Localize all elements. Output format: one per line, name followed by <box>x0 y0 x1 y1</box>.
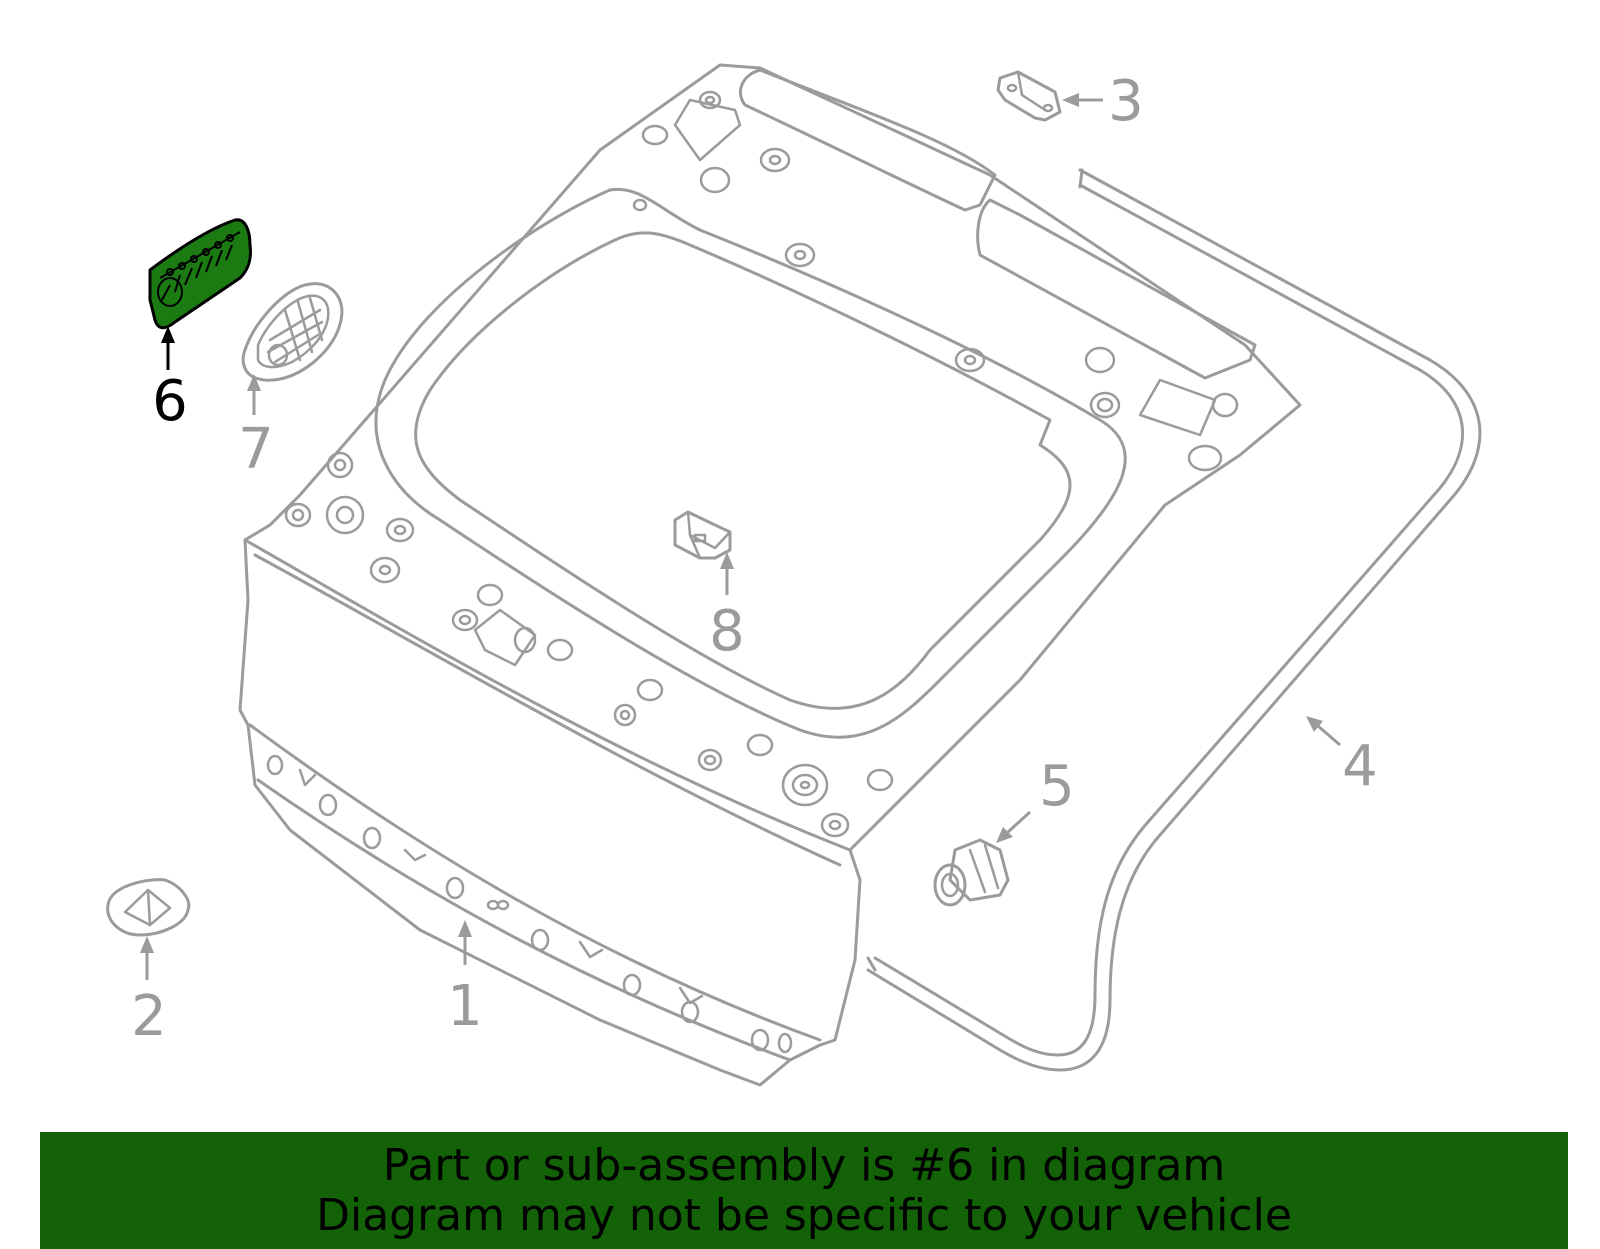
callout-label-1: 1 <box>447 974 483 1039</box>
part-5-stopper <box>933 838 1010 907</box>
callout-arrow-6 <box>161 326 175 370</box>
part-8-bracket <box>673 510 732 560</box>
part-4-weatherstrip <box>866 168 1482 1072</box>
part-3-clip <box>996 70 1062 122</box>
info-banner: Part or sub-assembly is #6 in diagram Di… <box>40 1132 1568 1249</box>
callout-arrow-7 <box>247 374 261 415</box>
banner-line-part: Part or sub-assembly is #6 in diagram <box>382 1139 1226 1191</box>
callout-arrow-1 <box>458 920 472 965</box>
callout-arrow-3 <box>1062 93 1103 107</box>
callout-label-5: 5 <box>1039 754 1075 819</box>
parts-diagram: 1 2 3 4 5 6 7 8 <box>106 63 1482 1087</box>
callout-arrow-2 <box>140 936 154 980</box>
part-6-module <box>148 218 252 330</box>
callout-label-2: 2 <box>131 984 167 1049</box>
part-7-vent <box>241 282 344 382</box>
callout-label-6: 6 <box>152 369 188 434</box>
callout-label-4: 4 <box>1342 734 1378 799</box>
callout-arrow-4 <box>1306 716 1341 747</box>
banner-line-disclaimer: Diagram may not be specific to your vehi… <box>316 1189 1292 1241</box>
callout-label-7: 7 <box>238 417 274 482</box>
callout-label-8: 8 <box>709 599 745 664</box>
callout-arrow-8 <box>720 552 734 595</box>
part-2-bumper <box>106 878 191 937</box>
part-6-body <box>148 218 252 330</box>
callout-label-3: 3 <box>1108 69 1144 134</box>
part-1-liftgate <box>238 63 1302 1087</box>
callout-arrow-5 <box>996 810 1032 843</box>
